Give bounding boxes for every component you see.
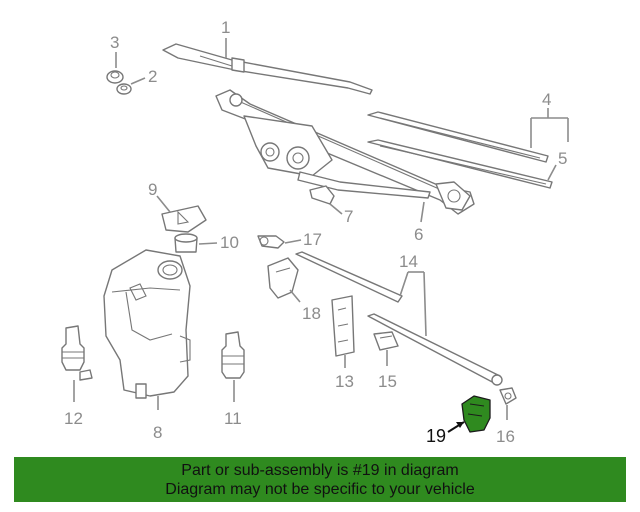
part-4-wiper-blade	[367, 111, 549, 163]
part-3-nut-cap	[106, 70, 124, 84]
leader-6	[420, 201, 425, 223]
callout-15[interactable]: 15	[378, 372, 397, 391]
part-13-hose-bracket	[331, 295, 355, 357]
leader-14-left	[399, 271, 409, 297]
callout-17[interactable]: 17	[303, 230, 322, 249]
leader-18	[289, 289, 301, 303]
part-6-wiper-linkage	[215, 89, 475, 215]
leader-7	[329, 203, 343, 215]
callout-5[interactable]: 5	[558, 149, 567, 168]
info-banner: Part or sub-assembly is #19 in diagram D…	[14, 457, 626, 502]
banner-line-1: Part or sub-assembly is #19 in diagram	[181, 462, 459, 479]
leader-2	[130, 77, 146, 85]
callout-19[interactable]: 19	[426, 426, 446, 446]
part-11-washer-pump	[221, 331, 245, 379]
callout-18[interactable]: 18	[302, 304, 321, 323]
callout-11[interactable]: 11	[224, 409, 242, 428]
part-18-washer-nozzle	[267, 257, 299, 299]
part-12-washer-pump	[61, 325, 93, 381]
leader-14-right	[423, 271, 427, 337]
part-16-fitting	[499, 387, 517, 405]
part-8-washer-reservoir	[103, 249, 191, 399]
part-10-reservoir-cap	[174, 233, 198, 253]
parts-diagram: 1 3 2 4 5 6	[61, 18, 569, 446]
callout-3[interactable]: 3	[110, 33, 119, 52]
part-17-hose-connector	[257, 235, 285, 249]
part-1-wiper-arm	[162, 43, 373, 95]
leader-9	[156, 195, 171, 213]
part-14-washer-hoses	[295, 251, 503, 386]
part-19-highlighted[interactable]	[461, 395, 491, 433]
callout-9[interactable]: 9	[148, 180, 157, 199]
callout-16[interactable]: 16	[496, 427, 515, 446]
callout-1[interactable]: 1	[221, 18, 230, 37]
leader-10	[198, 242, 218, 245]
part-9-cover	[161, 205, 207, 233]
callout-7[interactable]: 7	[344, 207, 353, 226]
callout-2[interactable]: 2	[148, 67, 157, 86]
leader-19-arrow	[456, 422, 464, 428]
leader-5	[547, 164, 557, 181]
callout-13[interactable]: 13	[335, 372, 354, 391]
part-2-nut	[116, 83, 132, 95]
callout-10[interactable]: 10	[220, 233, 239, 252]
callout-8[interactable]: 8	[153, 423, 162, 442]
callout-12[interactable]: 12	[64, 409, 83, 428]
part-5-wiper-blade-insert	[367, 139, 553, 189]
callout-6[interactable]: 6	[414, 225, 423, 244]
part-15-hose-clip	[373, 331, 399, 351]
callout-14[interactable]: 14	[399, 252, 418, 271]
leader-17	[284, 239, 302, 244]
callout-4[interactable]: 4	[542, 90, 551, 109]
banner-line-2: Diagram may not be specific to your vehi…	[165, 481, 475, 498]
